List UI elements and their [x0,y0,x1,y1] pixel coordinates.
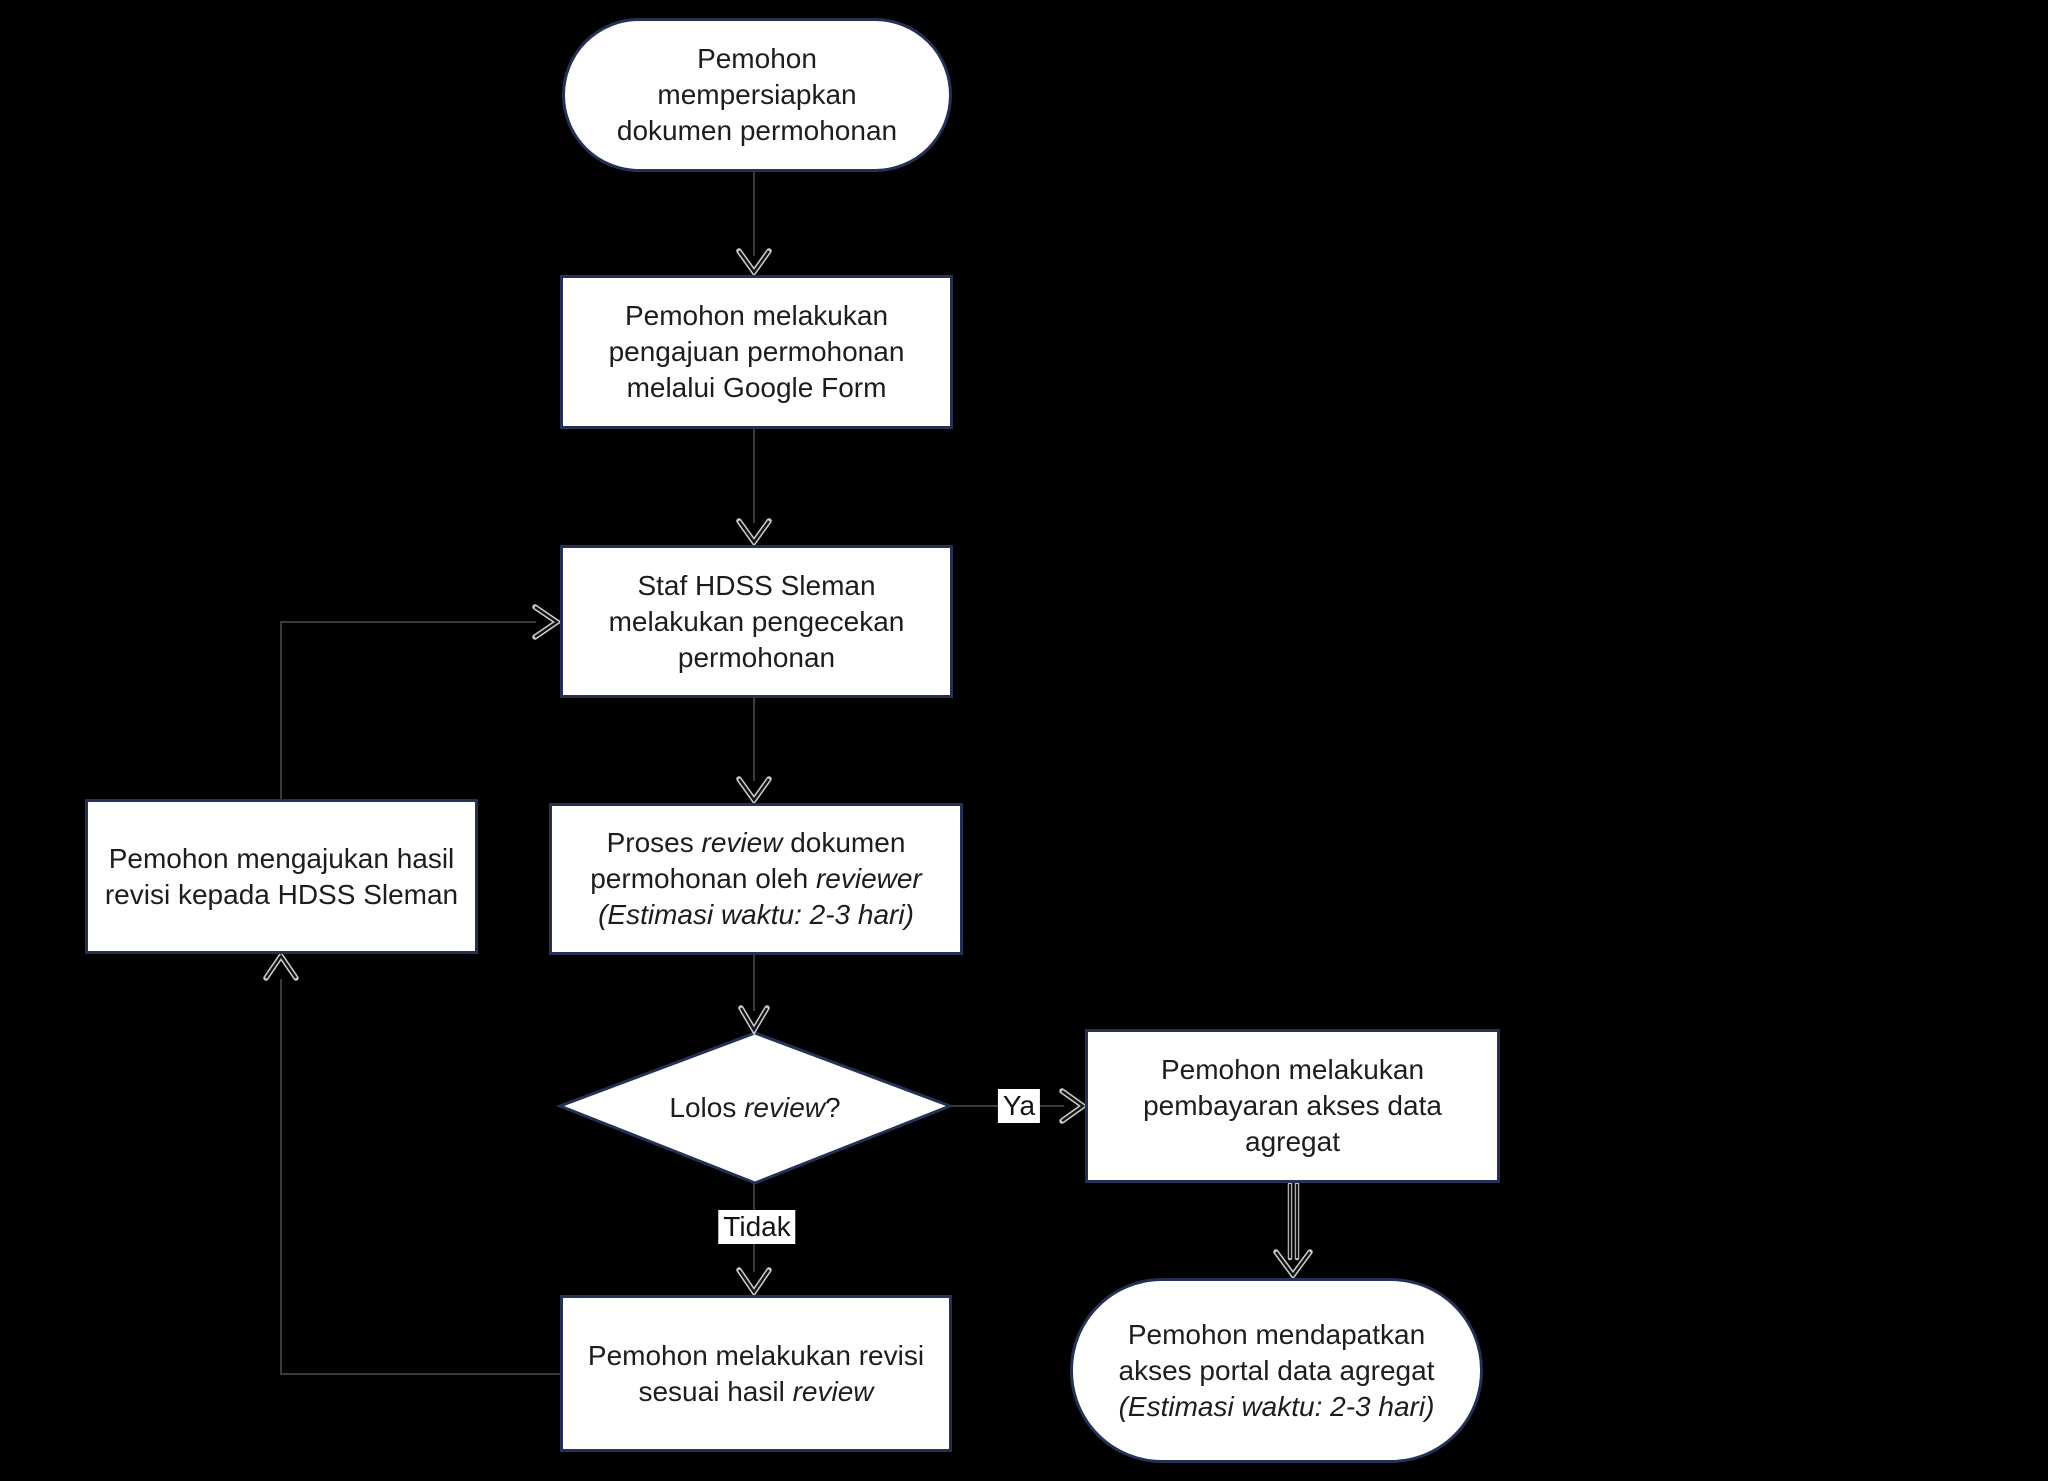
node-text-line: (Estimasi waktu: 2-3 hari) [1118,1390,1435,1422]
arrow-pengecekan-to-review [736,698,772,805]
arrow-mengajukan-to-pengecekan [280,604,562,799]
node-text-line: agregat [1245,1126,1340,1157]
node-text-line: sesuai hasil review [638,1375,874,1407]
node-start-terminator: Pemohon mempersiapkan dokumen permohonan [562,18,952,172]
node-text-line: permohonan oleh reviewer [590,863,922,894]
node-akses-terminator: Pemohon mendapatkan akses portal data ag… [1070,1278,1483,1463]
arrow-pembayaran-to-akses [1273,1181,1313,1280]
node-text-line: akses portal data agregat [1118,1354,1435,1386]
edge-label-tidak: Tidak [718,1210,796,1244]
node-mengajukan-revisi-process: Pemohon mengajukan hasil revisi kepada H… [85,799,478,954]
node-text-line: Proses review dokumen [606,827,906,858]
node-text-line: Lolos review? [669,1092,841,1123]
node-text-line: pengajuan permohonan [608,336,905,367]
node-text-line: permohonan [677,641,836,673]
node-text-line: revisi kepada HDSS Sleman [104,878,459,910]
arrow-revisi-to-mengajukan [263,951,560,1375]
node-text-line: Pemohon melakukan [1160,1054,1425,1085]
edge-label-ya: Ya [997,1089,1041,1123]
node-revisi-process: Pemohon melakukan revisi sesuai hasil re… [560,1295,952,1452]
node-pengajuan-process: Pemohon melakukan pengajuan permohonan m… [560,275,953,429]
node-pengecekan-process: Staf HDSS Sleman melakukan pengecekan pe… [560,545,953,698]
node-text-line: (Estimasi waktu: 2-3 hari) [598,899,914,930]
node-text-line: mempersiapkan [657,79,857,110]
node-text-line: Pemohon melakukan [624,300,889,331]
node-text-line: Pemohon [697,43,817,74]
arrow-review-to-decision [738,955,770,1036]
arrow-start-to-pengajuan [736,172,772,277]
node-pembayaran-process: Pemohon melakukan pembayaran akses data … [1085,1029,1500,1183]
node-decision-lolos-review: Lolos review? [560,1033,950,1183]
node-text-line: melalui Google Form [626,372,887,403]
node-text-line: Pemohon mendapatkan [1127,1318,1426,1350]
node-text-line: Pemohon mengajukan hasil [108,842,455,874]
node-text-line: Staf HDSS Sleman [637,569,876,601]
node-text-line: pembayaran akses data [1143,1090,1442,1121]
node-text-line: Pemohon melakukan revisi [587,1339,925,1371]
node-text-line: dokumen permohonan [616,115,898,146]
arrow-pengajuan-to-pengecekan [736,429,772,547]
node-review-process: Proses review dokumen permohonan oleh re… [549,803,963,955]
node-text-line: melakukan pengecekan [608,605,905,637]
